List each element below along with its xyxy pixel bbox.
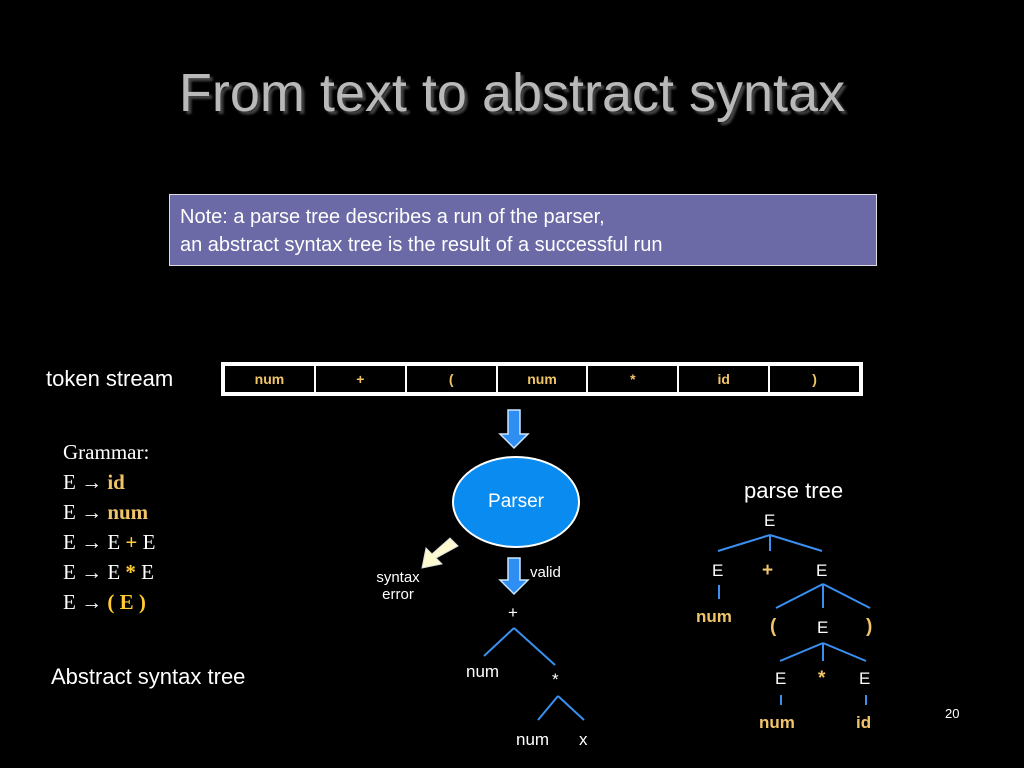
pt-node-root: E: [764, 511, 776, 530]
token-stream-table: num + ( num * id ): [221, 362, 863, 396]
grammar-heading: Grammar:: [63, 440, 150, 464]
token-cell: +: [315, 366, 405, 392]
token-cell: num: [225, 366, 314, 392]
rule-lhs: E: [63, 470, 76, 494]
ast-leaf-x: x: [579, 730, 588, 749]
token-stream-label: token stream: [46, 366, 174, 391]
pt-node-e: E: [775, 669, 787, 688]
ast-node-root: +: [508, 603, 518, 622]
pt-leaf-num: num: [759, 713, 795, 732]
pt-node-e: E: [816, 561, 828, 580]
grammar-block: Grammar: E → id E → num E → E + E E → E …: [63, 437, 155, 617]
token-cell: ): [770, 366, 860, 392]
arrow-icon: →: [81, 590, 103, 614]
ast-edges: [483, 627, 585, 721]
down-arrow-icon: [498, 557, 530, 596]
pt-node-e: E: [712, 561, 724, 580]
pt-leaf-open-paren: (: [770, 616, 777, 637]
grammar-rule: E → E + E: [63, 527, 155, 557]
rule-lhs: E: [63, 500, 76, 524]
rule-lhs: E: [63, 530, 76, 554]
token-cell: *: [588, 366, 678, 392]
rule-lhs: E: [63, 560, 76, 584]
note-line-2: an abstract syntax tree is the result of…: [180, 234, 663, 256]
rule-terminal: *: [125, 560, 136, 584]
ast-label: Abstract syntax tree: [51, 664, 246, 689]
arrow-icon: →: [81, 500, 103, 524]
ast-leaf-num: num: [516, 730, 550, 749]
valid-label: valid: [530, 564, 561, 581]
parser-node: Parser: [452, 456, 580, 548]
syntax-error-line-1: syntax: [376, 569, 420, 586]
pt-leaf-close-paren: ): [866, 616, 873, 637]
parse-tree-label: parse tree: [744, 478, 844, 503]
rule-nonterminal: E: [107, 560, 121, 584]
note-line-1: Note: a parse tree describes a run of th…: [180, 206, 605, 228]
error-arrow-icon: [421, 537, 459, 569]
rule-terminal: ): [138, 590, 146, 614]
rule-terminal: (: [107, 590, 115, 614]
parser-label: Parser: [488, 491, 544, 512]
rule-terminal: num: [107, 500, 149, 524]
arrow-icon: →: [81, 530, 103, 554]
grammar-rule: E → ( E ): [63, 587, 155, 617]
token-cell: id: [679, 366, 769, 392]
rule-nonterminal: E: [141, 560, 154, 584]
pt-leaf-id: id: [856, 713, 872, 732]
rule-nonterminal: E: [107, 530, 121, 554]
rule-lhs: E: [63, 590, 76, 614]
syntax-error-line-2: error: [382, 586, 414, 603]
grammar-rule: E → id: [63, 467, 155, 497]
token-cell: num: [497, 366, 587, 392]
pt-node-e: E: [859, 669, 871, 688]
rule-nonterminal: E: [142, 530, 156, 554]
arrow-icon: →: [81, 470, 103, 494]
page-number: 20: [945, 706, 960, 721]
rule-nonterminal: E: [119, 590, 134, 614]
ast-node-times: *: [552, 670, 559, 689]
token-cell: (: [406, 366, 496, 392]
pt-node-e: E: [817, 618, 829, 637]
pt-node-plus: +: [762, 560, 774, 581]
note-box: Note: a parse tree describes a run of th…: [169, 194, 877, 266]
ast-node-num: num: [466, 662, 500, 681]
pt-node-times: *: [818, 668, 826, 689]
pt-leaf-num: num: [696, 607, 732, 626]
rule-terminal: id: [107, 470, 125, 494]
grammar-rule: E → num: [63, 497, 155, 527]
grammar-rule: E → E * E: [63, 557, 155, 587]
arrow-icon: →: [81, 560, 103, 584]
down-arrow-icon: [498, 409, 530, 450]
slide-title: From text to abstract syntax: [178, 63, 846, 123]
syntax-error-label: syntax error: [368, 569, 428, 603]
rule-terminal: +: [125, 530, 138, 554]
parse-tree-edges: [717, 534, 871, 705]
